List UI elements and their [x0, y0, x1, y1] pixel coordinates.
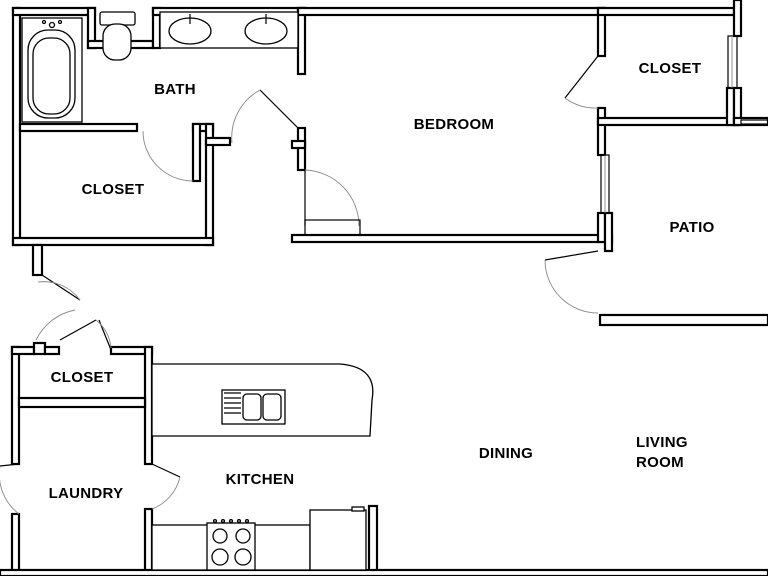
room-labels: BATH BEDROOM CLOSET CLOSET PATIO CLOSET …	[49, 60, 715, 502]
windows	[600, 35, 768, 214]
dining-label: DINING	[479, 445, 533, 462]
bath-closet-label: CLOSET	[82, 181, 145, 198]
bedroom-closet-label: CLOSET	[639, 60, 702, 77]
living-label-line2: ROOM	[636, 454, 684, 471]
stove	[206, 518, 256, 571]
vanity	[159, 11, 299, 49]
bath-label: BATH	[154, 81, 196, 98]
bedroom-label: BEDROOM	[414, 116, 494, 133]
patio-label: PATIO	[669, 219, 714, 236]
doors	[0, 55, 599, 515]
living-label-line1: LIVING	[636, 434, 688, 451]
kitchen-island	[151, 363, 374, 437]
kitchen-counter	[151, 506, 367, 571]
hall-closet-label: CLOSET	[51, 369, 114, 386]
laundry-label: LAUNDRY	[49, 485, 124, 502]
bathtub	[21, 17, 83, 123]
toilet	[99, 11, 136, 61]
kitchen-label: KITCHEN	[226, 471, 295, 488]
